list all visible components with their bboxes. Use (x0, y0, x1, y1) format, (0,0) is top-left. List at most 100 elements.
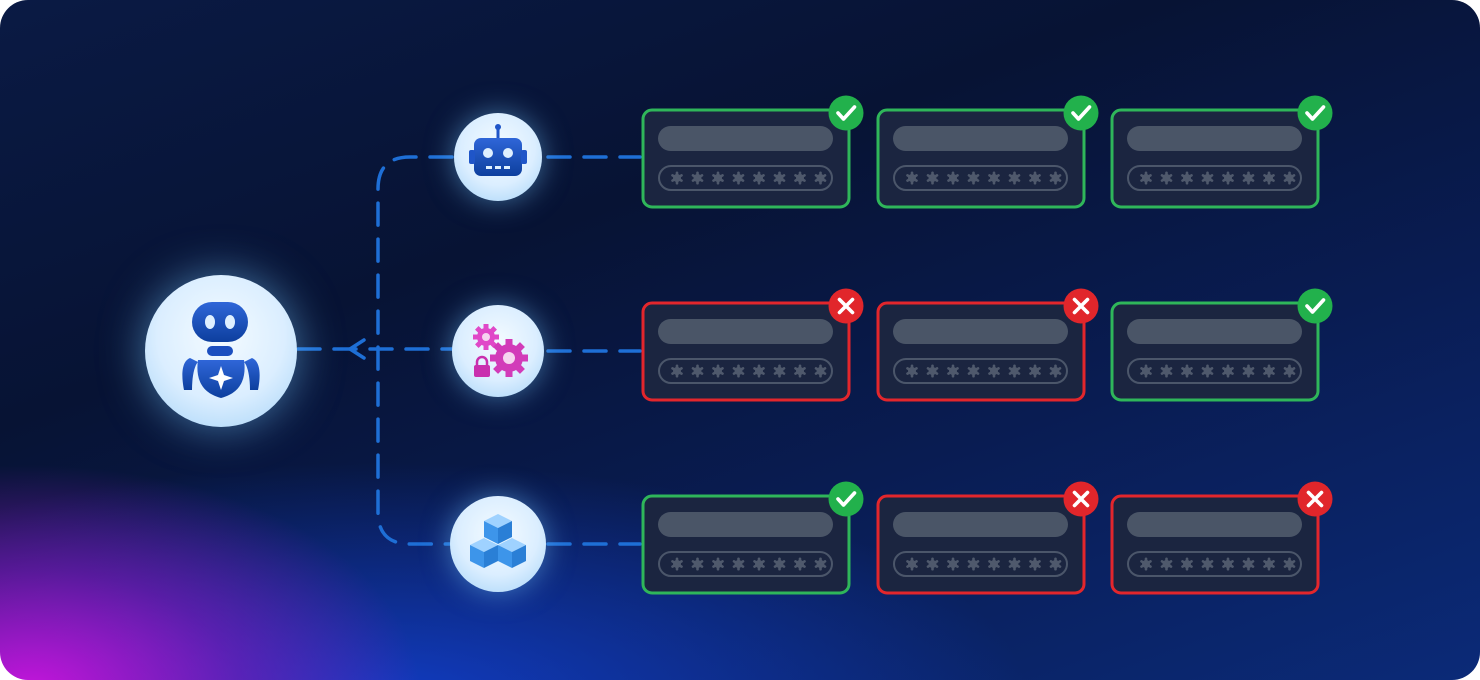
masked-char-icon (1049, 364, 1062, 378)
robot-icon (469, 124, 527, 176)
masked-char-icon (753, 364, 765, 378)
x-mark (837, 297, 855, 315)
fail-x-icon (1063, 481, 1099, 517)
masked-char-icon (794, 171, 806, 185)
password-field (893, 551, 1068, 577)
masked-char-icon (1201, 557, 1214, 571)
card-frame (1110, 494, 1320, 595)
masked-char-spoke (753, 174, 765, 182)
badge-circle (828, 481, 864, 517)
masked-char-icon (1222, 171, 1234, 185)
masked-char-icon (773, 557, 786, 571)
masked-char-spoke (773, 367, 786, 375)
masked-char-spoke (712, 560, 724, 568)
username-placeholder-bar (1127, 319, 1302, 344)
masked-char-icon (712, 557, 724, 571)
masked-char-spoke (1263, 174, 1275, 182)
credential-card-r1-c1 (641, 95, 864, 209)
card-frame (876, 108, 1086, 209)
masked-char-spoke (1029, 367, 1041, 375)
masked-char-icon (1283, 557, 1296, 571)
masked-char-spoke (988, 367, 1000, 375)
masked-char-spoke (671, 367, 683, 375)
gears-lock-icon (473, 324, 528, 377)
masked-char-spoke (926, 367, 939, 375)
masked-char-spoke (947, 560, 959, 568)
password-field (1127, 358, 1302, 384)
fail-x-icon (828, 288, 864, 324)
masked-char-icon (773, 364, 786, 378)
masked-char-icon (691, 171, 704, 185)
x-mark (1306, 490, 1324, 508)
credential-card-r2-c2 (876, 288, 1099, 402)
masked-char-spoke (814, 560, 827, 568)
masked-char-spoke (1263, 560, 1275, 568)
check-mark (836, 105, 857, 121)
masked-char-spoke (814, 367, 827, 375)
flow-arrow-icon (348, 338, 366, 360)
masked-char-icon (1160, 364, 1173, 378)
pass-check-icon (828, 481, 864, 517)
check-mark (1305, 105, 1326, 121)
password-field (1127, 165, 1302, 191)
masked-char-spoke (794, 174, 806, 182)
masked-char-spoke (906, 367, 918, 375)
masked-char-spoke (1242, 174, 1255, 182)
masked-char-icon (906, 364, 918, 378)
connector-lines (296, 155, 642, 546)
masked-char-spoke (1222, 560, 1234, 568)
x-mark (1072, 297, 1090, 315)
check-mark (1071, 105, 1092, 121)
card-frame (1110, 301, 1320, 402)
masked-char-icon (926, 364, 939, 378)
masked-char-spoke (1283, 367, 1296, 375)
masked-char-spoke (732, 367, 745, 375)
masked-char-icon (1263, 171, 1275, 185)
username-placeholder-bar (658, 126, 833, 151)
masked-char-icon (926, 557, 939, 571)
masked-char-icon (1029, 364, 1041, 378)
card-frame (1110, 108, 1320, 209)
source-node-robot (454, 113, 542, 201)
masked-char-icon (712, 364, 724, 378)
masked-char-spoke (1049, 367, 1062, 375)
password-field (658, 165, 833, 191)
masked-char-spoke (1140, 560, 1152, 568)
masked-char-spoke (1160, 174, 1173, 182)
card-frame (641, 108, 851, 209)
masked-char-icon (1140, 171, 1152, 185)
masked-char-spoke (1242, 367, 1255, 375)
username-placeholder-bar (658, 319, 833, 344)
masked-char-icon (814, 364, 827, 378)
masked-char-icon (773, 171, 786, 185)
username-placeholder-bar (893, 512, 1068, 537)
masked-char-icon (814, 171, 827, 185)
masked-char-spoke (1201, 560, 1214, 568)
masked-char-icon (967, 557, 980, 571)
masked-char-spoke (1008, 560, 1021, 568)
masked-char-icon (753, 171, 765, 185)
masked-char-icon (732, 557, 745, 571)
username-placeholder-bar (658, 512, 833, 537)
credential-card-grid (641, 95, 1333, 595)
card-frame (641, 494, 851, 595)
masked-char-icon (1049, 171, 1062, 185)
masked-char-icon (691, 557, 704, 571)
masked-char-icon (947, 557, 959, 571)
password-field (893, 165, 1068, 191)
masked-char-spoke (1029, 174, 1041, 182)
masked-char-spoke (906, 174, 918, 182)
masked-char-icon (947, 364, 959, 378)
masked-char-spoke (906, 560, 918, 568)
masked-char-icon (732, 171, 745, 185)
masked-char-icon (1160, 171, 1173, 185)
masked-char-spoke (988, 174, 1000, 182)
masked-char-icon (814, 557, 827, 571)
masked-char-spoke (1181, 560, 1193, 568)
masked-char-spoke (947, 367, 959, 375)
masked-char-spoke (753, 367, 765, 375)
masked-char-icon (712, 171, 724, 185)
credential-card-r2-c1 (641, 288, 864, 402)
masked-char-icon (1008, 557, 1021, 571)
